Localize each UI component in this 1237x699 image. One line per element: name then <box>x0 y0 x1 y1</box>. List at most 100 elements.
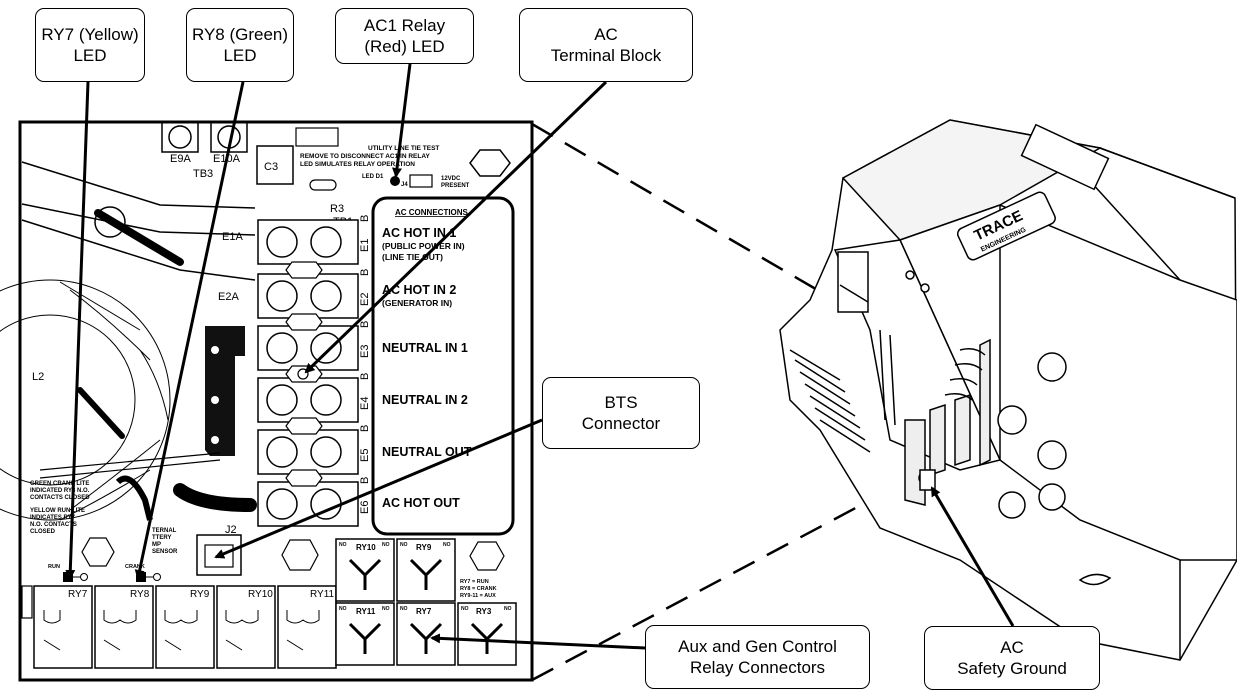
no-label: NO <box>443 542 451 548</box>
utility-text-3: LED SIMULATES RELAY OPERATION <box>300 161 415 168</box>
ac-hot-in-1-sub2: (LINE TIE OUT) <box>382 252 443 262</box>
label-e1: E1 <box>359 239 371 252</box>
label-e5: E5 <box>359 449 371 462</box>
small-ry7: RY7 <box>416 607 432 616</box>
callout-ac1-relay-led: AC1 Relay (Red) LED <box>335 8 474 64</box>
label-j2: J2 <box>225 524 237 536</box>
label-l2: L2 <box>32 371 44 383</box>
callout-ground-line1: AC <box>1000 638 1024 657</box>
callout-ac-safety-ground: AC Safety Ground <box>924 626 1100 690</box>
label-e2: E2 <box>359 293 371 306</box>
label-b1: B <box>359 215 371 222</box>
no-label: NO <box>400 606 408 612</box>
callout-bts-line2: Connector <box>581 414 661 433</box>
callout-ac-terminal-block: AC Terminal Block <box>519 8 693 82</box>
callout-acblock-line1: AC <box>594 25 618 44</box>
inverter-unit: TRACE ENGINEERING <box>779 119 1237 661</box>
tern-note-1: TERNAL <box>152 528 177 534</box>
callout-ry8-line2: LED <box>223 46 257 65</box>
callout-relays-line1: Aux and Gen Control <box>678 637 837 656</box>
neutral-in-1: NEUTRAL IN 1 <box>382 341 468 355</box>
tern-note-2: TTERY <box>152 535 171 541</box>
ac-hot-in-2-sub: (GENERATOR IN) <box>382 298 452 308</box>
leader-ac1 <box>392 63 412 178</box>
label-e6: E6 <box>359 501 371 514</box>
label-c3: C3 <box>264 161 278 173</box>
label-tb3: TB3 <box>193 168 213 180</box>
callout-ry7-line1: RY7 (Yellow) <box>41 25 139 44</box>
callout-ac1-line2: (Red) LED <box>364 37 445 56</box>
led-d1-label: LED D1 <box>362 174 384 180</box>
no-label: NO <box>504 606 512 612</box>
callout-bts-line1: BTS <box>604 393 638 412</box>
legend-1: RY7 = RUN <box>460 579 489 585</box>
label-b4: B <box>359 373 371 380</box>
callout-acblock-line2: Terminal Block <box>550 46 662 65</box>
neutral-in-2: NEUTRAL IN 2 <box>382 393 468 407</box>
relay-ry7: RY7 <box>68 589 88 600</box>
leader-relays <box>430 633 646 650</box>
callout-relays-line2: Relay Connectors <box>689 658 826 677</box>
tern-note-3: MP <box>152 542 161 548</box>
vdc-label-2: PRESENT <box>441 183 470 189</box>
legend-2: RY8 = CRANK <box>460 586 497 592</box>
callout-ac1-line1: AC1 Relay <box>363 16 446 35</box>
label-e9a: E9A <box>170 153 191 165</box>
utility-text-1: UTILITY LINE TIE TEST <box>368 145 439 152</box>
leader-ry7 <box>65 81 90 580</box>
callout-ground-line2: Safety Ground <box>957 659 1067 678</box>
label-b3: B <box>359 321 371 328</box>
relay-ry9: RY9 <box>190 589 210 600</box>
no-label: NO <box>382 542 390 548</box>
ac-connections-box <box>371 196 515 536</box>
label-e2a: E2A <box>218 291 239 303</box>
label-e1a: E1A <box>222 231 243 243</box>
tern-note-4: SENSOR <box>152 549 178 555</box>
relay-ry10: RY10 <box>248 589 273 600</box>
callout-ry8-line1: RY8 (Green) <box>191 25 289 44</box>
callout-ry7-led: RY7 (Yellow) LED <box>35 8 145 82</box>
no-label: NO <box>461 606 469 612</box>
utility-text-2: REMOVE TO DISCONNECT AC1 IN RELAY <box>300 153 430 160</box>
vdc-label-1: 12VDC <box>441 176 461 182</box>
ac-hot-out: AC HOT OUT <box>382 496 460 510</box>
legend-3: RY9-11 = AUX <box>460 593 496 599</box>
callout-ry8-led: RY8 (Green) LED <box>186 8 294 82</box>
callout-relay-connectors: Aux and Gen Control Relay Connectors <box>645 625 870 689</box>
neutral-out: NEUTRAL OUT <box>382 445 472 459</box>
ac-hot-in-1: AC HOT IN 1 <box>382 226 456 240</box>
j4-label: J4 <box>401 182 408 188</box>
yellow-note-1: YELLOW RUN LITE <box>30 508 85 514</box>
small-ry3: RY3 <box>476 607 492 616</box>
projection-line-bottom <box>531 476 913 682</box>
small-ry11: RY11 <box>356 607 376 616</box>
crank-label: CRANK <box>125 564 145 570</box>
circuit-board: E9A E10A TB3 C3 UTILITY LINE TIE TEST RE… <box>0 120 534 682</box>
no-label: NO <box>339 606 347 612</box>
label-r3: R3 <box>330 203 344 215</box>
j2-connector <box>196 534 242 576</box>
small-relay-grid: RY10 RY9 RY11 RY7 RY3 NO NO NO NO NO NO … <box>335 538 517 666</box>
no-label: NO <box>339 542 347 548</box>
label-e4: E4 <box>359 397 371 410</box>
small-ry10: RY10 <box>356 543 376 552</box>
ac-connections-title: AC CONNECTIONS <box>395 208 469 217</box>
relay-ry11: RY11 <box>310 589 335 600</box>
label-e3: E3 <box>359 345 371 358</box>
no-label: NO <box>382 606 390 612</box>
green-note-3: CONTACTS CLOSED <box>30 495 90 501</box>
ac-hot-in-2: AC HOT IN 2 <box>382 283 456 297</box>
yellow-note-3: N.O. CONTACTS <box>30 522 77 528</box>
ac1-led <box>390 176 400 186</box>
yellow-note-2: INDICATES RY7 <box>30 515 76 521</box>
green-note-1: GREEN CRANK LITE <box>30 481 89 487</box>
label-b2: B <box>359 269 371 276</box>
leader-acblock <box>304 80 608 374</box>
bottom-relay-row: RY7 RY8 RY9 RY10 RY11 <box>21 585 337 669</box>
label-b5: B <box>359 425 371 432</box>
relay-ry8: RY8 <box>130 589 150 600</box>
small-ry9: RY9 <box>416 543 432 552</box>
green-note-2: INDICATED RY8 N.O. <box>30 488 90 494</box>
